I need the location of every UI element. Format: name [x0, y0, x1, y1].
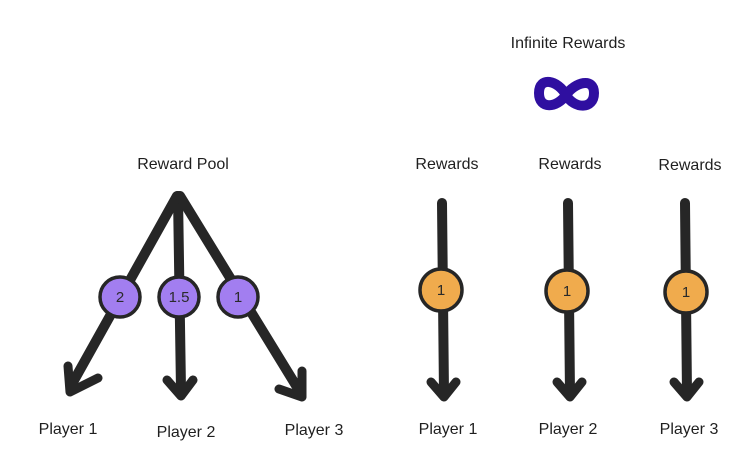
infinite-player-label-1: Player 1: [419, 421, 478, 438]
reward-token: [544, 268, 590, 314]
reward-arrowhead: [552, 377, 587, 402]
reward-arrowhead: [426, 377, 461, 402]
infinite-rewards-section: Infinite Rewards Rewards 1 Player 1 Rewa…: [415, 35, 721, 438]
reward-token-value: 1: [682, 284, 690, 301]
pool-player-label-3: Player 3: [285, 422, 344, 439]
infinite-player-label-2: Player 2: [539, 421, 598, 438]
rewards-label: Rewards: [538, 156, 601, 173]
infinite-rewards-title: Infinite Rewards: [511, 35, 626, 52]
pool-token-value: 2: [116, 289, 124, 306]
reward-column-player-2: Rewards 1 Player 2: [538, 156, 601, 438]
arrowhead-player-1: [63, 361, 103, 397]
pool-token-value: 1.5: [169, 289, 190, 306]
pool-token-player-2: 1.5: [157, 275, 201, 319]
reward-column-player-1: Rewards 1 Player 1: [415, 156, 478, 438]
reward-token-value: 1: [563, 283, 571, 300]
reward-pool-label: Reward Pool: [137, 156, 229, 173]
reward-column-player-3: Rewards 1 Player 3: [658, 157, 721, 438]
pool-player-label-2: Player 2: [157, 424, 216, 441]
infinite-player-label-3: Player 3: [660, 421, 719, 438]
pool-token-player-1: 2: [98, 275, 142, 319]
reward-pool-section: Reward Pool 2 1.5 1 Player 1 Player 2 Pl…: [39, 156, 344, 441]
reward-token-value: 1: [437, 282, 445, 299]
pool-token-value: 1: [234, 289, 242, 306]
reward-token: [418, 267, 464, 313]
arrowhead-player-3: [274, 366, 307, 402]
arrowhead-player-2: [162, 375, 198, 401]
pool-player-label-1: Player 1: [39, 421, 98, 438]
reward-arrowhead: [669, 377, 704, 402]
reward-token: [663, 269, 709, 315]
pool-token-player-3: 1: [216, 275, 260, 319]
infinity-icon: [534, 77, 599, 111]
rewards-label: Rewards: [415, 156, 478, 173]
rewards-label: Rewards: [658, 157, 721, 174]
